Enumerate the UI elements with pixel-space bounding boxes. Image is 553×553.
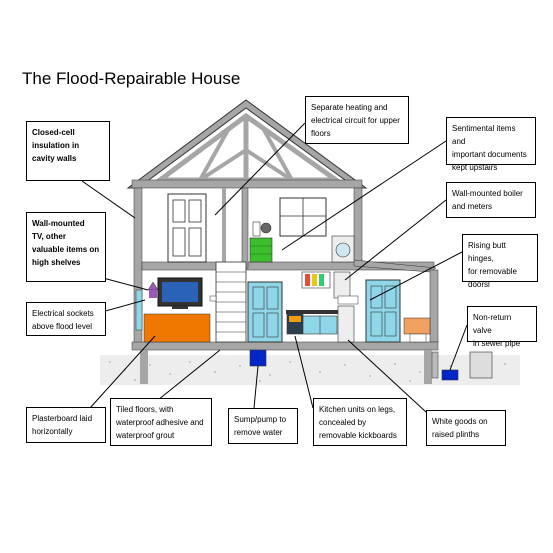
- label-non-return-valve: Non-return valve in sewer pipe: [467, 306, 537, 348]
- staircase: [215, 261, 247, 343]
- walls: [131, 187, 439, 384]
- upstairs-window: [279, 197, 327, 237]
- roof: [126, 99, 368, 189]
- label-boiler: Wall-mounted boiler and meters: [446, 182, 536, 218]
- label-tiled-floors: Tiled floors, with waterproof adhesive a…: [110, 398, 212, 446]
- label-kitchen-units: Kitchen units on legs, concealed by remo…: [313, 398, 407, 446]
- sewer-pipe: [431, 351, 493, 381]
- label-heating-circuit: Separate heating and electrical circuit …: [305, 96, 409, 144]
- kitchen: [286, 271, 359, 343]
- living-room: [135, 277, 217, 343]
- label-electrical-sockets: Electrical sockets above flood level: [26, 302, 106, 336]
- label-sump-pump: Sump/pump to remove water: [228, 408, 298, 444]
- washing-machine: [331, 235, 355, 263]
- label-butt-hinges: Rising butt hinges, for removable doorsl: [462, 234, 538, 289]
- bathroom: [365, 279, 431, 343]
- chest-of-drawers: [249, 221, 273, 263]
- label-white-goods: White goods on raised plinths: [426, 410, 506, 446]
- sump-pump: [249, 349, 267, 367]
- upstairs-door: [167, 193, 207, 263]
- ground-door: [247, 281, 283, 343]
- label-plasterboard: Plasterboard laid horizontally: [26, 407, 106, 443]
- label-wall-mounted-tv: Wall-mounted TV, other valuable items on…: [26, 212, 106, 282]
- diagram-title: The Flood-Repairable House: [22, 69, 241, 88]
- label-sentimental-items: Sentimental items and important document…: [446, 117, 536, 172]
- label-closed-cell-insulation: Closed-cell insulation in cavity walls: [26, 121, 110, 181]
- pointer-lines: [79, 122, 468, 413]
